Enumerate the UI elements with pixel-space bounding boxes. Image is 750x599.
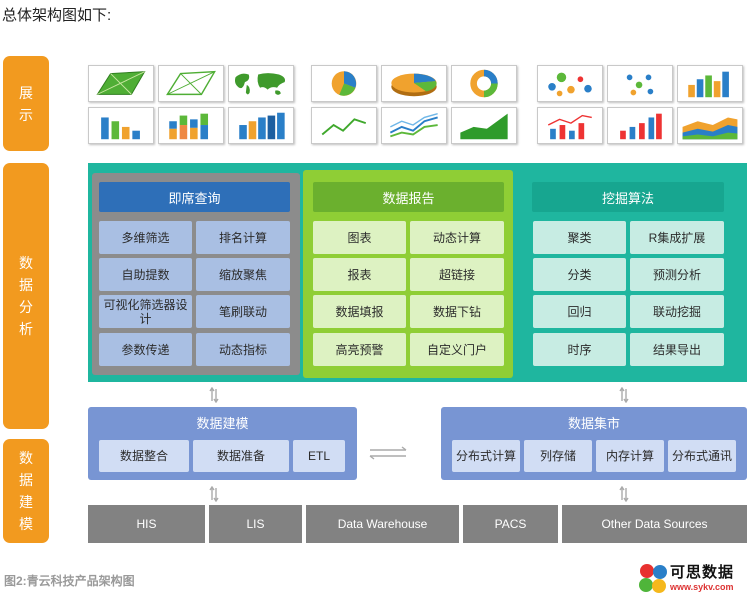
logo-url: www.sykv.com [670,582,734,592]
donut-chart-icon [451,65,517,102]
pie-chart-icon [311,65,377,102]
logo-mark-icon [639,564,667,593]
query-item: 笔刷联动 [196,295,290,328]
query-panel-title: 即席查询 [99,182,290,212]
map-outline-icon [158,65,224,102]
query-item: 缩放聚焦 [196,258,290,291]
query-item: 多维筛选 [99,221,192,254]
figure-caption: 图2:青云科技产品架构图 [4,574,135,588]
page-heading: 总体架构图如下: [2,7,112,24]
source-other: Other Data Sources [562,505,747,543]
up-down-arrow-icon [209,387,219,403]
bubble-chart-icon [537,65,603,102]
report-item: 动态计算 [410,221,504,254]
mining-item: 聚类 [533,221,626,254]
map-icon [88,65,154,102]
up-down-arrow-icon [619,486,629,502]
mining-item: 预测分析 [630,258,724,291]
query-item: 自助提数 [99,258,192,291]
report-item: 自定义门户 [410,333,504,366]
query-item: 排名计算 [196,221,290,254]
line-bar-combo-icon [537,107,603,144]
mining-item: 时序 [533,333,626,366]
mining-item: 分类 [533,258,626,291]
side-label-modeling: 数据 建模 [3,439,49,543]
query-item: 参数传递 [99,333,192,366]
mart-item: 分布式通讯 [668,440,736,472]
report-item: 报表 [313,258,406,291]
source-lis: LIS [209,505,302,543]
up-down-arrow-icon [619,387,629,403]
up-down-arrow-icon [209,486,219,502]
source-data-warehouse: Data Warehouse [306,505,459,543]
multi-line-icon [381,107,447,144]
bar-combo-icon [607,107,673,144]
mining-panel-title: 挖掘算法 [532,182,724,212]
site-logo: 可思数据 www.sykv.com [638,558,750,599]
mart-item: 内存计算 [596,440,664,472]
bar-3d-blue-icon [228,107,294,144]
area-chart-icon [451,107,517,144]
modeling-item: 数据准备 [193,440,289,472]
mining-item: 结果导出 [630,333,724,366]
mart-panel-title: 数据集市 [567,416,620,431]
query-item: 动态指标 [196,333,290,366]
mart-item: 分布式计算 [452,440,520,472]
side-label-display: 展示 [3,56,49,151]
scatter-chart-icon [607,65,673,102]
query-item: 可视化筛选器设计 [99,295,192,328]
mining-item: R集成扩展 [630,221,724,254]
world-map-icon [228,65,294,102]
modeling-panel-title: 数据建模 [196,416,249,431]
bar-chart-icon [88,107,154,144]
source-pacs: PACS [463,505,558,543]
modeling-item: 数据整合 [99,440,189,472]
stacked-area-icon [677,107,743,144]
line-chart-icon [311,107,377,144]
side-label-analysis: 数据 分析 [3,163,49,429]
source-his: HIS [88,505,205,543]
report-item: 数据下钻 [410,295,504,328]
pie-3d-icon [381,65,447,102]
report-item: 图表 [313,221,406,254]
report-panel-title: 数据报告 [313,182,504,212]
left-right-arrow-icon [369,446,407,460]
mining-item: 回归 [533,295,626,328]
report-item: 高亮预警 [313,333,406,366]
mining-item: 联动挖掘 [630,295,724,328]
mart-item: 列存储 [524,440,592,472]
report-item: 数据填报 [313,295,406,328]
bar-3d-icon [677,65,743,102]
report-item: 超链接 [410,258,504,291]
modeling-item: ETL [293,440,345,472]
logo-name: 可思数据 [670,564,735,581]
stacked-bar-icon [158,107,224,144]
